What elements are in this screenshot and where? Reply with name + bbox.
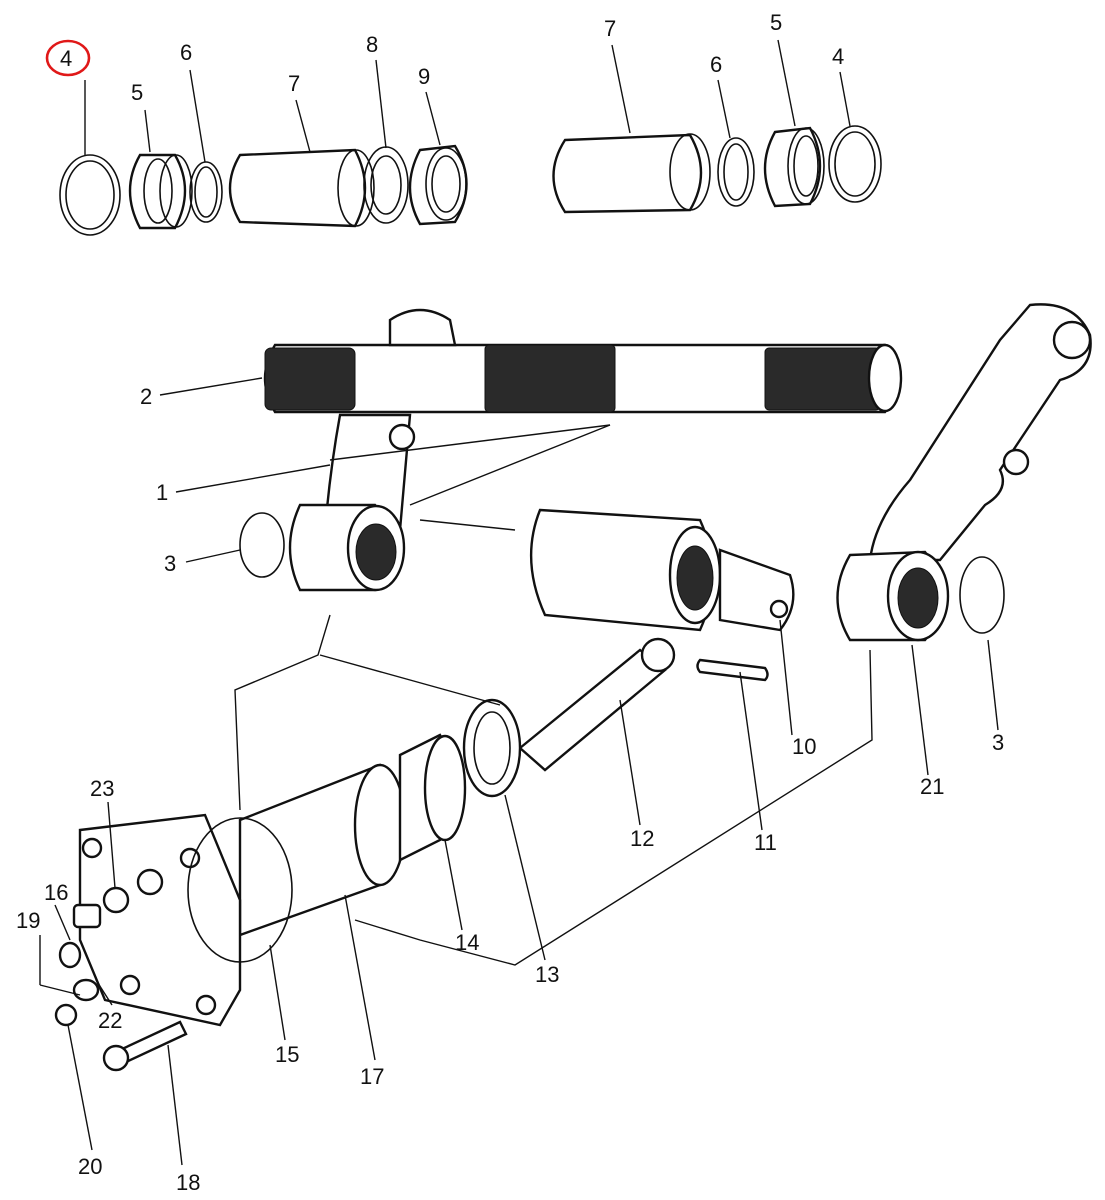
callout-1: 1 <box>156 480 168 505</box>
top-left-bushing-set <box>59 144 468 236</box>
callout-16: 16 <box>44 880 68 905</box>
callout-3-right: 3 <box>992 730 1004 755</box>
callout-9: 9 <box>418 64 430 89</box>
ring-right <box>717 137 755 207</box>
callout-10: 10 <box>792 734 816 759</box>
circlip-left <box>239 512 285 578</box>
callout-2: 2 <box>140 384 152 409</box>
top-right-bushing-set <box>552 125 882 214</box>
callout-13: 13 <box>535 962 559 987</box>
callout-4-top-left: 4 <box>60 46 72 71</box>
callout-17: 17 <box>360 1064 384 1089</box>
callout-4-top-right: 4 <box>832 44 844 69</box>
callout-5-top-left: 5 <box>131 80 143 105</box>
callout-3-left: 3 <box>164 551 176 576</box>
piston-rod <box>518 637 676 772</box>
callout-labels: 4 5 6 7 8 9 7 6 5 4 2 1 3 10 11 12 13 14… <box>16 10 1004 1195</box>
cylinder <box>238 698 522 937</box>
bushing-9 <box>408 144 468 226</box>
pin <box>696 658 769 682</box>
callout-15: 15 <box>275 1042 299 1067</box>
callout-8: 8 <box>366 32 378 57</box>
snap-ring-right <box>828 125 882 203</box>
circlip-right <box>959 556 1005 634</box>
lift-arm-right <box>836 303 1092 642</box>
leader-lines <box>39 39 999 1166</box>
callout-22: 22 <box>98 1008 122 1033</box>
callout-14: 14 <box>455 930 479 955</box>
seal-left <box>128 153 193 230</box>
o-ring-15 <box>187 817 293 963</box>
callout-18: 18 <box>176 1170 200 1195</box>
callout-12: 12 <box>630 826 654 851</box>
callout-23: 23 <box>90 776 114 801</box>
end-cover <box>78 813 293 1027</box>
ring-left <box>189 161 223 223</box>
callout-7-top-right: 7 <box>604 16 616 41</box>
callout-11: 11 <box>754 830 777 855</box>
callout-19: 19 <box>16 908 40 933</box>
highlight-circle <box>45 39 91 77</box>
splined-shaft <box>263 343 903 414</box>
callout-20: 20 <box>78 1154 102 1179</box>
callout-5-top-right: 5 <box>770 10 782 35</box>
callout-6-top-right: 6 <box>710 52 722 77</box>
callout-6-top-left: 6 <box>180 40 192 65</box>
fasteners <box>54 903 188 1072</box>
center-lever <box>529 508 795 632</box>
sleeve-left <box>228 148 375 228</box>
seal-right <box>763 126 825 208</box>
seal-ring-13 <box>462 698 522 798</box>
sleeve-right <box>552 133 711 214</box>
callout-7-top-left: 7 <box>288 71 300 96</box>
lift-arm-left <box>288 308 457 592</box>
callout-21: 21 <box>920 774 944 799</box>
snap-ring-left <box>59 154 121 236</box>
